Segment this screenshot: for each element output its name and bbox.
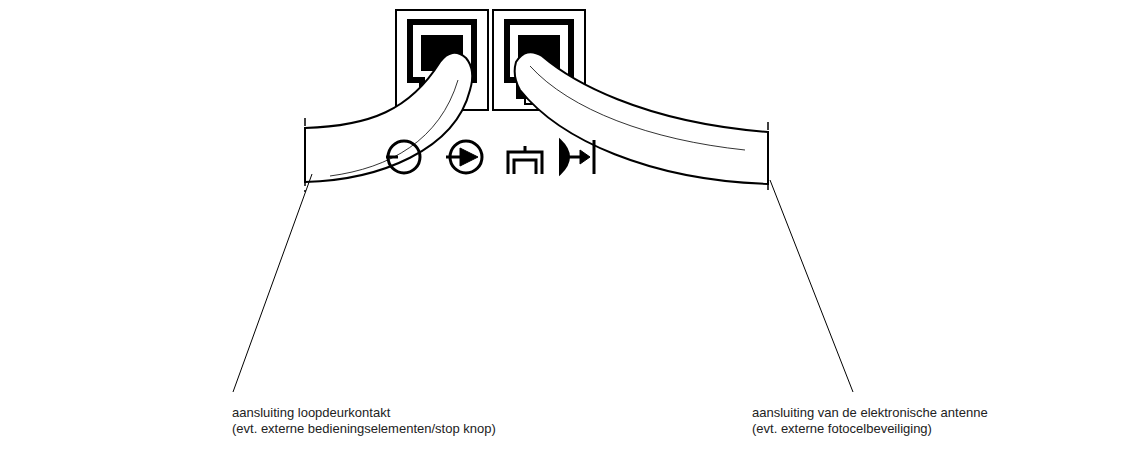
leader-lines [233,174,853,392]
label-title: aansluiting loopdeurkontakt [232,405,390,421]
cable-right [515,52,768,194]
label-note: (evt. externe fotocelbeveiliging) [752,421,932,437]
symbols [386,140,594,174]
label-note: (evt. externe bedieningselementen/stop k… [232,421,496,437]
label-title: aansluiting van de elektronische antenne [752,405,988,421]
cable-left [305,53,472,192]
